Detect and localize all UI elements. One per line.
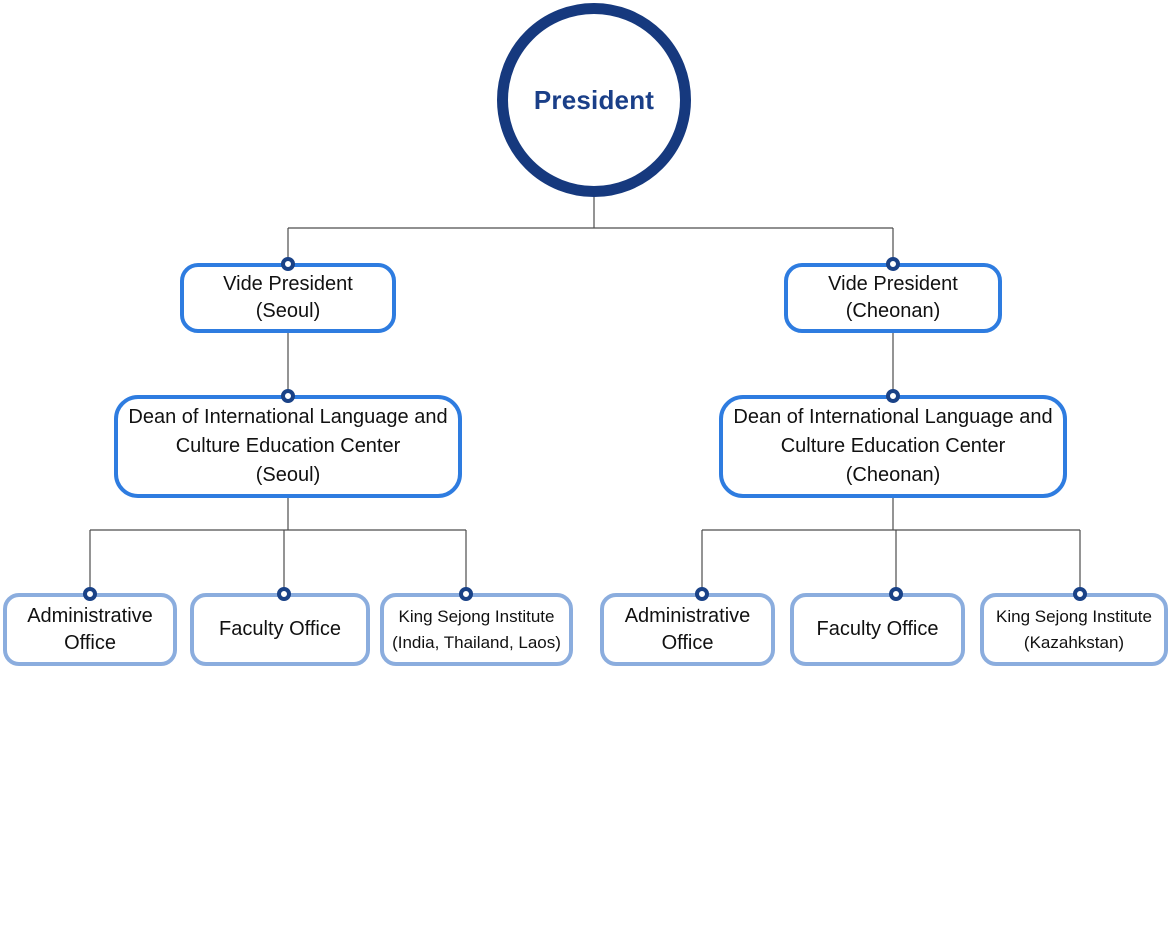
node-vice-president-seoul: Vide President (Seoul) bbox=[180, 263, 396, 333]
node-vice-president-cheonan: Vide President (Cheonan) bbox=[784, 263, 1002, 333]
node-label-line: Administrative bbox=[624, 604, 751, 627]
node-label-line: Culture Education Center bbox=[175, 435, 401, 457]
president-label: President bbox=[533, 84, 655, 115]
node-label-line: Vide President bbox=[223, 273, 353, 295]
node-king-sejong-institute-cheonan: King Sejong Institute (Kazahkstan) bbox=[980, 593, 1168, 666]
node-label-line: Faculty Office bbox=[816, 618, 939, 640]
node-label-line: Faculty Office bbox=[219, 618, 341, 640]
node-president: President bbox=[497, 3, 691, 197]
node-label-line: Dean of International Language and bbox=[128, 406, 448, 428]
node-administrative-office-seoul: Administrative Office bbox=[3, 593, 177, 666]
node-label-line: Dean of International Language and bbox=[733, 406, 1053, 428]
node-king-sejong-institute-seoul: King Sejong Institute (India, Thailand, … bbox=[380, 593, 573, 666]
node-faculty-office-cheonan: Faculty Office bbox=[790, 593, 965, 666]
node-label-line: (Seoul) bbox=[255, 300, 321, 322]
node-dean-seoul: Dean of International Language and Cultu… bbox=[114, 395, 462, 498]
node-label-line: King Sejong Institute bbox=[996, 606, 1152, 626]
node-label-line: (Cheonan) bbox=[845, 464, 941, 486]
node-label-line: Office bbox=[661, 631, 714, 654]
node-faculty-office-seoul: Faculty Office bbox=[190, 593, 370, 666]
node-label-line: Office bbox=[64, 631, 116, 654]
node-label-line: Administrative bbox=[27, 604, 153, 627]
node-label-line: King Sejong Institute bbox=[398, 606, 555, 626]
node-label-line: (Kazahkstan) bbox=[1023, 632, 1125, 652]
node-label-line: Culture Education Center bbox=[780, 435, 1006, 457]
node-label-line: (Cheonan) bbox=[845, 300, 941, 322]
node-label-line: (Seoul) bbox=[255, 464, 321, 486]
node-label-line: (India, Thailand, Laos) bbox=[392, 632, 561, 652]
node-administrative-office-cheonan: Administrative Office bbox=[600, 593, 775, 666]
node-label-line: Vide President bbox=[828, 273, 958, 295]
node-dean-cheonan: Dean of International Language and Cultu… bbox=[719, 395, 1067, 498]
